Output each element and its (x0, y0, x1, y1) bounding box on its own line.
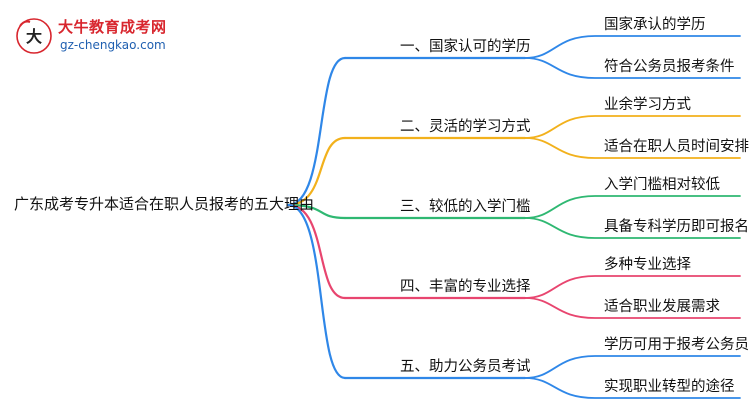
branch-topic: 四、丰富的专业选择 (400, 279, 531, 295)
leaf-topic: 适合职业发展需求 (604, 299, 720, 315)
leaf-connector (524, 355, 741, 379)
leaf-topic: 具备专科学历即可报名 (604, 219, 749, 235)
branch-topic: 一、国家认可的学历 (400, 39, 531, 55)
leaf-topic: 符合公务员报考条件 (604, 59, 735, 75)
branch-topic: 五、助力公务员考试 (400, 359, 531, 375)
leaf-connector (524, 137, 741, 159)
bull-logo-icon: 大 (16, 18, 52, 54)
svg-text:大: 大 (26, 27, 42, 46)
branch-connector (286, 203, 347, 380)
leaf-topic: 多种专业选择 (604, 257, 691, 273)
leaf-connector (524, 217, 741, 239)
branch-topic: 三、较低的入学门槛 (400, 199, 531, 215)
leaf-connector (524, 377, 741, 399)
leaf-connector (524, 57, 741, 79)
logo-site-url: gz-chengkao.com (60, 38, 166, 52)
branch-connector (286, 56, 347, 207)
logo-site-name: 大牛教育成考网 (58, 18, 167, 36)
leaf-topic: 学历可用于报考公务员 (604, 337, 749, 353)
branch-topic: 二、灵活的学习方式 (400, 119, 531, 135)
branch-connector (286, 136, 347, 207)
leaf-topic: 适合在职人员时间安排 (604, 139, 749, 155)
leaf-connector (524, 115, 741, 139)
leaf-topic: 实现职业转型的途径 (604, 379, 735, 395)
branch-connector (286, 203, 347, 220)
leaf-connector (524, 275, 741, 299)
site-logo: 大 大牛教育成考网 gz-chengkao.com (14, 14, 214, 58)
leaf-topic: 业余学习方式 (604, 97, 691, 113)
leaf-topic: 入学门槛相对较低 (604, 177, 720, 193)
branch-connector (286, 203, 347, 300)
root-topic: 广东成考专升本适合在职人员报考的五大理由 (14, 195, 315, 213)
leaf-connector (524, 195, 741, 219)
leaf-connector (524, 35, 741, 59)
leaf-connector (524, 297, 741, 319)
leaf-topic: 国家承认的学历 (604, 17, 706, 33)
